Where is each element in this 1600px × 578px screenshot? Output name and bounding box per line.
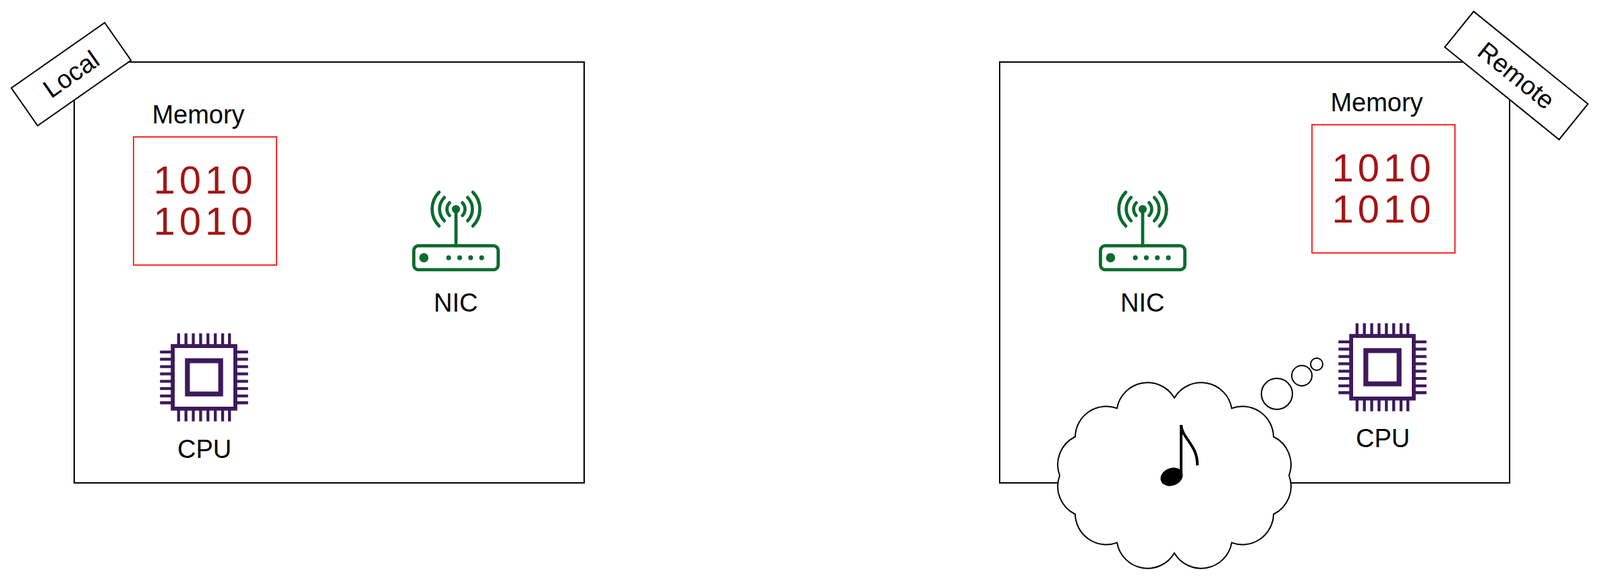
thought-cloud <box>1057 358 1323 569</box>
cpu-icon <box>159 333 249 422</box>
memory-module: Memory1010 1010 <box>1311 84 1443 121</box>
music-note <box>1157 424 1198 490</box>
memory-chip: 1010 1010 <box>132 136 278 266</box>
host-name: Remote <box>1472 35 1561 115</box>
memory-bits: 1010 1010 <box>1312 147 1455 231</box>
component-name: CPU <box>1355 424 1410 453</box>
nic-icon <box>413 192 498 270</box>
component-label: NIC <box>433 288 478 318</box>
component-label: CPU <box>177 435 232 465</box>
host-tag: Remote <box>1443 10 1589 141</box>
memory-label: Memory <box>1311 84 1443 121</box>
component-label: NIC <box>1120 288 1165 318</box>
component-label: CPU <box>1355 424 1410 454</box>
component-name: CPU <box>177 435 232 464</box>
cpu-icon <box>1338 323 1427 412</box>
host-name: Local <box>37 44 104 104</box>
host-box: LocalMemory1010 1010 <box>73 61 585 484</box>
memory-bits: 1010 1010 <box>134 159 276 243</box>
memory-module: Memory1010 1010 <box>132 97 264 133</box>
host-tag: Local <box>10 21 132 127</box>
memory-label: Memory <box>132 97 264 133</box>
component-name: NIC <box>433 288 478 318</box>
memory-chip: 1010 1010 <box>1311 124 1456 254</box>
nic-icon <box>1100 192 1185 270</box>
component-name: NIC <box>1120 288 1165 318</box>
